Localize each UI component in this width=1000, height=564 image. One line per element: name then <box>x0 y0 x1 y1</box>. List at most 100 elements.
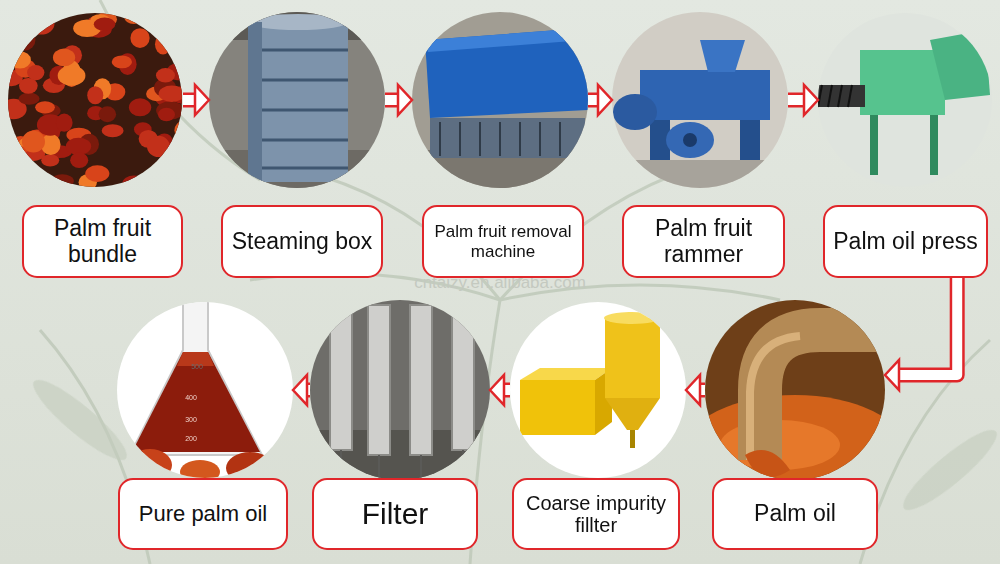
palm-fruit <box>27 9 50 22</box>
graduation-mark: 300 <box>185 416 197 423</box>
label-stack: Palm fruit bundle <box>30 216 175 268</box>
palm-fruit <box>19 93 40 105</box>
palm-fruit <box>165 24 185 37</box>
flask-photo <box>110 300 310 490</box>
graduation-mark: 400 <box>185 394 197 401</box>
oil-press-photo <box>810 0 1000 200</box>
palm-fruit <box>70 153 88 168</box>
process-step: Palm oil press <box>818 13 992 278</box>
flow-arrow <box>293 375 310 405</box>
palm-fruit <box>85 165 109 182</box>
palm-fruit <box>51 174 74 187</box>
label-stack: Palm oil <box>754 501 836 527</box>
step-label: Filter <box>362 497 429 531</box>
arrow-body <box>588 95 599 105</box>
palm-fruit <box>19 78 38 94</box>
removal-machine-photo <box>400 0 600 200</box>
palm-fruit <box>15 14 36 33</box>
flow-arrow <box>885 278 957 390</box>
palm-fruit <box>122 176 145 191</box>
palm-fruit <box>155 34 171 54</box>
palm-oil-photo <box>685 295 905 505</box>
palm-fruit <box>147 136 170 157</box>
arrow-outline <box>385 93 399 108</box>
palm-fruit <box>27 65 44 80</box>
process-step: Palm fruit removal machine <box>412 12 588 278</box>
flow-arrow <box>490 375 510 405</box>
arrow-head <box>398 85 412 115</box>
label-box: Palm oil press <box>823 205 988 278</box>
arrow-body <box>503 385 510 395</box>
label-box: Steaming box <box>221 205 383 278</box>
palm-fruit <box>41 154 59 166</box>
arrow-head <box>195 85 209 115</box>
label-box: Palm oil <box>712 478 878 550</box>
process-step: Pure palm oil <box>117 302 293 550</box>
flow-arrow <box>686 375 705 405</box>
arrow-body <box>306 385 310 395</box>
label-box: Palm fruit rammer <box>622 205 785 278</box>
label-stack: Palm fruit rammer <box>630 216 777 268</box>
arrow-body <box>788 95 805 105</box>
rammer-photo <box>600 0 800 200</box>
coarse-filter-photo <box>505 300 695 480</box>
arrow-outline <box>183 93 196 108</box>
step-label: Palm fruit removal machine <box>430 222 576 260</box>
fruit-bundle-photo <box>0 0 200 200</box>
palm-fruit <box>87 86 103 104</box>
arrow-head <box>293 375 307 405</box>
label-stack: Coarse impurity fillter <box>520 492 672 537</box>
palm-fruit <box>130 28 149 48</box>
label-stack: Palm oil press <box>833 229 977 255</box>
step-label: Palm fruit bundle <box>30 216 175 268</box>
palm-fruit <box>15 19 33 34</box>
filter-photo <box>305 295 505 500</box>
step-label: Steaming box <box>232 229 373 255</box>
flow-arrow <box>385 85 412 115</box>
graduation-mark: 500 <box>191 363 203 370</box>
arrow-head <box>490 375 504 405</box>
palm-fruit <box>174 121 192 140</box>
palm-fruit <box>156 68 175 82</box>
step-label: Palm fruit rammer <box>630 216 777 268</box>
flow-arrow <box>183 85 209 115</box>
palm-fruit <box>124 11 143 24</box>
label-box: Pure palm oil <box>118 478 288 550</box>
palm-fruit <box>58 66 86 86</box>
arrow-outline <box>503 383 510 398</box>
palm-fruit <box>66 138 91 155</box>
label-box: Coarse impurity fillter <box>512 478 680 550</box>
arrow-head <box>686 375 700 405</box>
arrow-outline <box>788 93 805 108</box>
palm-fruit <box>158 108 175 122</box>
arrow-outline <box>588 93 599 108</box>
graduation-mark: 200 <box>185 435 197 442</box>
arrow-head <box>885 360 899 390</box>
palm-fruit <box>56 114 73 132</box>
arrow-body <box>898 278 957 375</box>
palm-fruit <box>166 167 192 186</box>
arrow-body <box>385 95 399 105</box>
palm-fruit <box>27 13 54 35</box>
label-box: Palm fruit removal machine <box>422 205 584 278</box>
process-step: Palm oil <box>705 300 885 550</box>
label-box: Filter <box>312 478 478 550</box>
label-stack: Palm fruit removal machine <box>430 222 576 260</box>
palm-fruit <box>112 56 132 69</box>
step-label: Palm oil press <box>833 229 977 255</box>
steaming-box-photo <box>200 0 400 200</box>
palm-fruit <box>15 29 36 50</box>
palm-fruit <box>165 149 186 162</box>
step-label: Palm oil <box>754 501 836 527</box>
arrow-head <box>598 85 612 115</box>
arrow-body <box>699 385 705 395</box>
step-label: Coarse impurity fillter <box>520 492 672 537</box>
arrow-head <box>804 85 818 115</box>
palm-fruit <box>9 51 31 68</box>
process-step: Palm fruit bundle <box>8 13 183 278</box>
label-stack: Filter <box>362 497 429 531</box>
palm-fruit <box>94 17 116 31</box>
palm-fruit <box>102 124 124 137</box>
process-step: Steaming box <box>209 12 385 278</box>
